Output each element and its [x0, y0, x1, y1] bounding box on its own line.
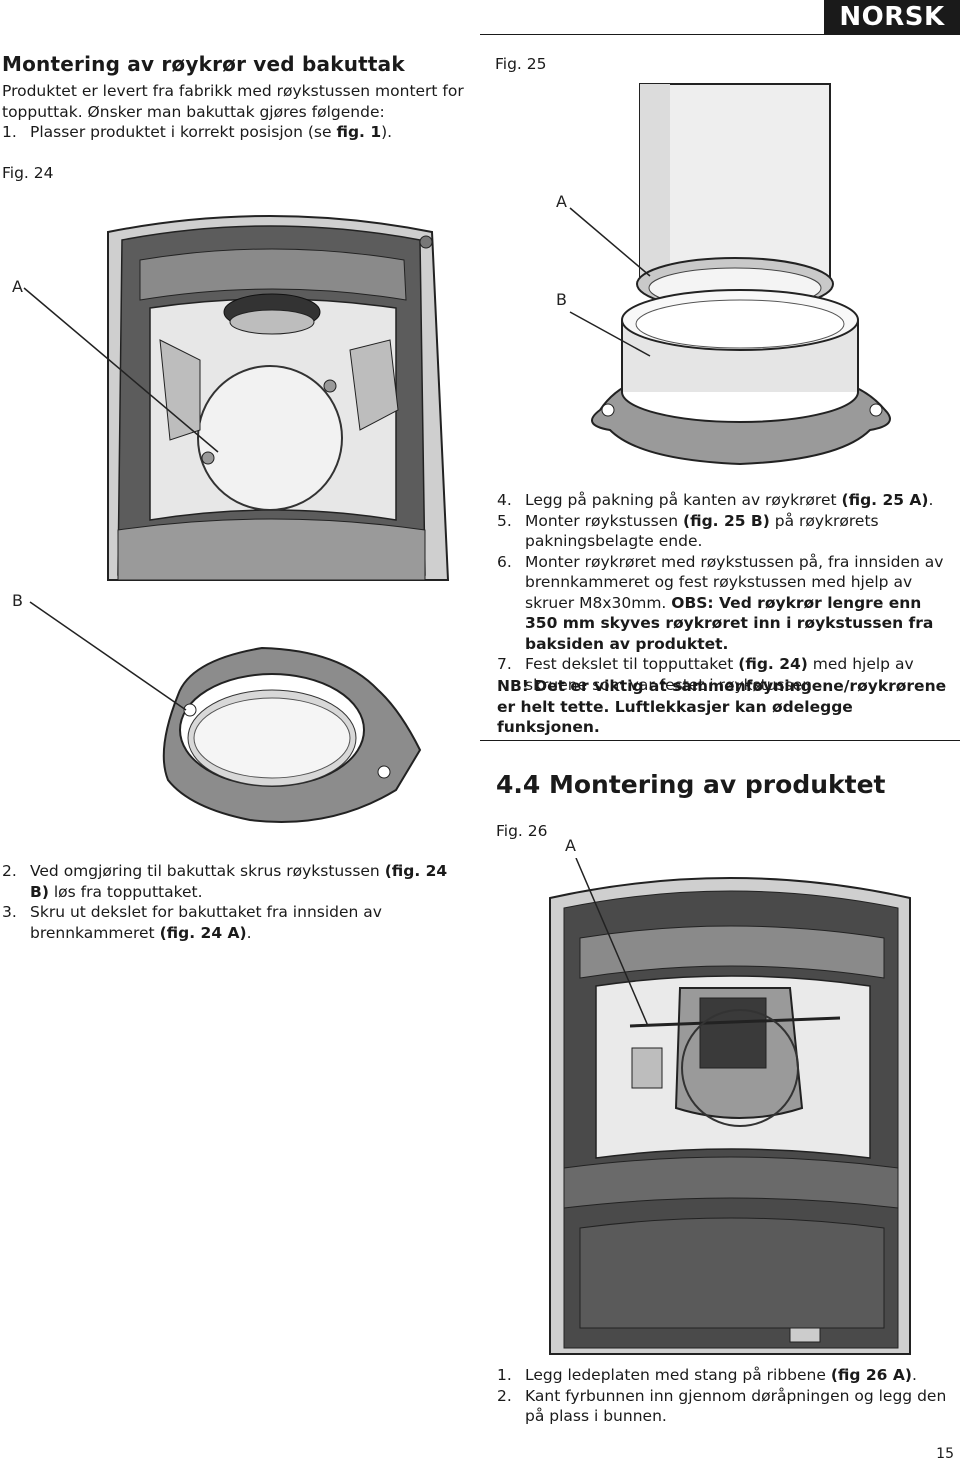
fig25-callout-a: A — [556, 192, 567, 211]
section-separator — [480, 740, 960, 741]
language-label: NORSK — [839, 2, 945, 32]
step-6: 6.Monter røykrøret med røykstussen på, f… — [497, 552, 944, 653]
fig25-callout-b: B — [556, 290, 567, 309]
fig24-callout-b: B — [12, 591, 23, 610]
fig24-label: Fig. 24 — [2, 164, 54, 182]
fig24-illustration — [0, 190, 470, 830]
section-title-4-4: 4.4 Montering av produktet — [496, 770, 886, 799]
important-note: NB! Det er viktig at sammenføyningene/rø… — [497, 677, 947, 736]
steps-bottom-left: 2.Ved omgjøring til bakuttak skrus røyks… — [2, 861, 464, 943]
step-5: 5.Monter røykstussen (fig. 25 B) på røyk… — [497, 511, 879, 551]
fig26-callout-a: A — [565, 836, 576, 855]
fig24-callout-a: A — [12, 277, 23, 296]
header-rule — [480, 34, 960, 35]
fig26-label: Fig. 26 — [496, 822, 548, 840]
page-number: 15 — [936, 1446, 954, 1462]
fig26-illustration — [540, 858, 930, 1358]
step-7: 7.Fest dekslet til topputtaket (fig. 24)… — [497, 655, 914, 694]
language-tab: NORSK — [824, 0, 960, 34]
step-1b: 1.Legg ledeplaten med stang på ribbene (… — [497, 1366, 917, 1384]
fig25-illustration — [540, 80, 940, 480]
step-3: 3.Skru ut dekslet for bakuttaket fra inn… — [2, 903, 382, 942]
fig25-label: Fig. 25 — [495, 55, 547, 73]
intro-paragraph: Produktet er levert fra fabrikk med røyk… — [2, 82, 464, 121]
steps-right: 4.Legg på pakning på kanten av røykrøret… — [497, 490, 957, 695]
step-2b: 2.Kant fyrbunnen inn gjennom døråpningen… — [497, 1386, 947, 1426]
step-4: 4.Legg på pakning på kanten av røykrøret… — [497, 491, 934, 509]
step-2: 2.Ved omgjøring til bakuttak skrus røyks… — [2, 862, 448, 901]
steps-bottom-right: 1.Legg ledeplaten med stang på ribbene (… — [497, 1365, 957, 1427]
steps-top-left: 1.Plasser produktet i korrekt posisjon (… — [2, 122, 464, 143]
step-1: 1.Plasser produktet i korrekt posisjon (… — [2, 123, 393, 141]
section-title: Montering av røykrør ved bakuttak — [2, 52, 405, 76]
